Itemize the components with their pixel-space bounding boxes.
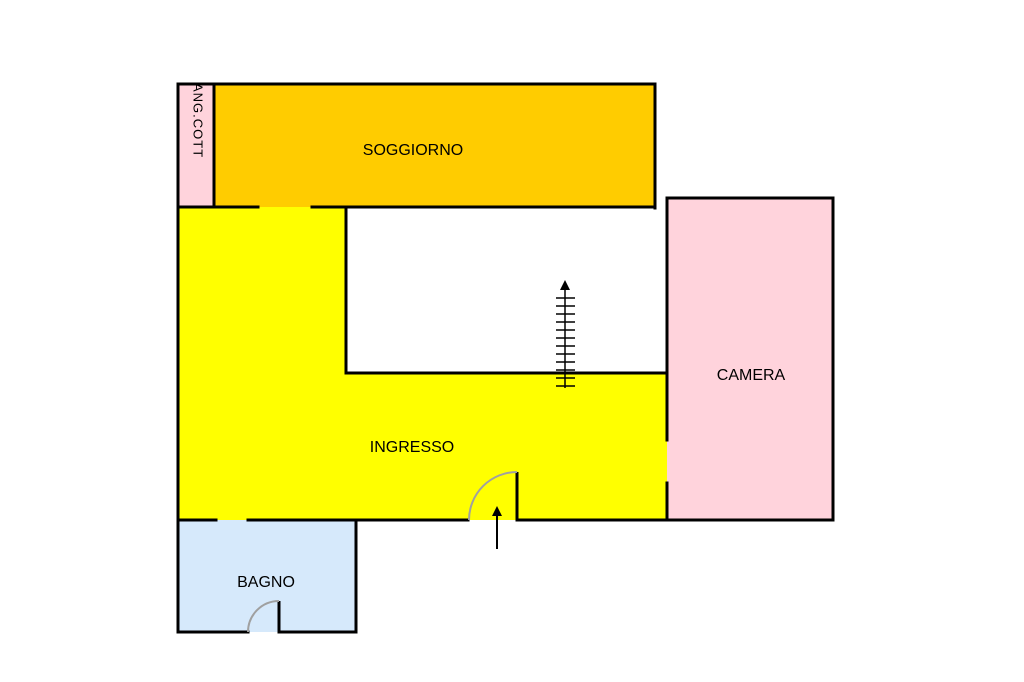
camera-fill	[667, 198, 833, 520]
ingresso-label: INGRESSO	[370, 439, 454, 456]
walls	[176, 82, 835, 634]
room-ang-cott[interactable]: ANG.COTT	[178, 83, 214, 207]
camera-label: CAMERA	[717, 367, 786, 384]
room-camera[interactable]: CAMERA	[667, 198, 833, 520]
room-ingresso[interactable]: INGRESSO	[178, 207, 667, 520]
entrance-door-swing	[468, 471, 518, 521]
room-bagno[interactable]: BAGNO	[178, 520, 355, 632]
soggiorno-fill	[214, 84, 655, 207]
bagno-door[interactable]	[247, 600, 281, 633]
soggiorno-label: SOGGIORNO	[363, 142, 463, 159]
room-soggiorno[interactable]: SOGGIORNO	[214, 84, 655, 207]
bagno-fill	[178, 520, 355, 632]
ang-cott-label: ANG.COTT	[191, 83, 206, 158]
stairs-up-icon	[556, 280, 575, 388]
entrance-arrow-icon	[492, 506, 502, 549]
bagno-door-swing	[247, 600, 280, 633]
ingresso-fill	[178, 207, 667, 520]
bagno-label: BAGNO	[237, 574, 295, 591]
entrance-door[interactable]	[468, 471, 519, 521]
ang-cott-fill	[178, 84, 214, 207]
